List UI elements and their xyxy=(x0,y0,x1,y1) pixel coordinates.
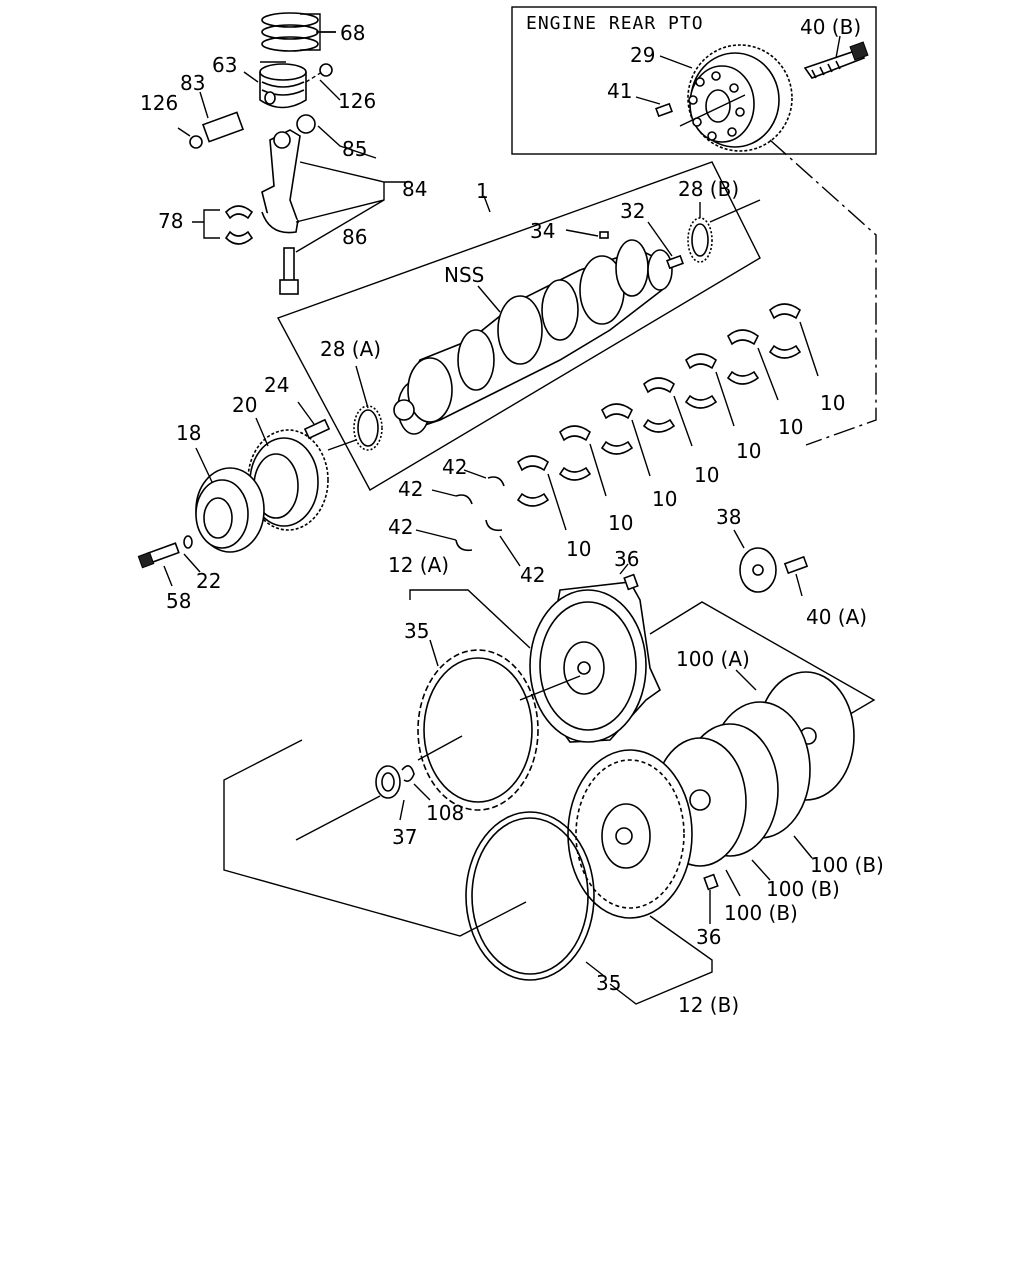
damper-20 xyxy=(247,429,329,531)
dowel-36a xyxy=(623,573,639,591)
callout-nss: NSS xyxy=(444,263,484,287)
callout-29: 29 xyxy=(630,43,655,67)
inset-engine-rear-pto: ENGINE REAR PTO 29 41 40 (B) xyxy=(511,6,877,155)
callout-35a: 35 xyxy=(404,619,429,643)
crankshaft xyxy=(393,239,673,435)
bolt-58 xyxy=(137,542,180,569)
piston xyxy=(259,63,307,109)
callout-86: 86 xyxy=(342,225,367,249)
callout-10d: 10 xyxy=(694,463,719,487)
callout-42c: 42 xyxy=(388,515,413,539)
bolt-24 xyxy=(303,418,331,440)
callout-41: 41 xyxy=(607,79,632,103)
callout-100a: 100 (A) xyxy=(676,647,750,671)
callout-28b: 28 (B) xyxy=(678,177,739,201)
callout-35b: 35 xyxy=(596,971,621,995)
callout-18: 18 xyxy=(176,421,201,445)
plug-34 xyxy=(599,231,609,239)
callout-68: 68 xyxy=(340,21,365,45)
callout-58: 58 xyxy=(166,589,191,613)
rod-bearings xyxy=(224,205,254,245)
flywheel-12b xyxy=(567,749,693,919)
main-bearings xyxy=(516,303,802,507)
thrust-washers xyxy=(455,476,505,552)
ring-gear-35a xyxy=(417,649,539,811)
connecting-rod xyxy=(261,114,316,234)
callout-100b1: 100 (B) xyxy=(810,853,884,877)
snap-rings xyxy=(189,63,333,149)
callout-36b: 36 xyxy=(696,925,721,949)
callout-100b2: 100 (B) xyxy=(766,877,840,901)
callout-28a: 28 (A) xyxy=(320,337,381,361)
callout-10c: 10 xyxy=(652,487,677,511)
callout-108: 108 xyxy=(426,801,464,825)
callout-78: 78 xyxy=(158,209,183,233)
crankshaft-group-outline xyxy=(277,161,761,491)
callout-20: 20 xyxy=(232,393,257,417)
callout-126b: 126 xyxy=(338,89,376,113)
callout-34: 34 xyxy=(530,219,555,243)
callout-84: 84 xyxy=(402,177,427,201)
callout-10e: 10 xyxy=(736,439,761,463)
crank-gear-28b xyxy=(687,217,713,263)
plate-38 xyxy=(739,547,777,593)
piston-pin xyxy=(201,111,245,143)
callout-85: 85 xyxy=(342,137,367,161)
snap-ring-108 xyxy=(401,765,415,782)
bearing-37 xyxy=(375,765,401,799)
inset-title: ENGINE REAR PTO xyxy=(526,13,704,34)
pulley-18 xyxy=(195,467,265,553)
callout-12a: 12 (A) xyxy=(388,553,449,577)
callout-10g: 10 xyxy=(820,391,845,415)
callout-37: 37 xyxy=(392,825,417,849)
flywheel-12a xyxy=(529,581,662,743)
crank-gear-28a xyxy=(353,405,383,451)
callout-40a: 40 (A) xyxy=(806,605,867,629)
washer-22 xyxy=(183,535,193,549)
bolt-40a xyxy=(783,555,809,575)
callout-126a: 126 xyxy=(140,91,178,115)
callout-42b: 42 xyxy=(398,477,423,501)
rod-bolt xyxy=(279,247,299,295)
callout-42a: 42 xyxy=(442,455,467,479)
callout-12b: 12 (B) xyxy=(678,993,739,1017)
key-pin-32 xyxy=(666,254,684,270)
callout-100b3: 100 (B) xyxy=(724,901,798,925)
callout-10f: 10 xyxy=(778,415,803,439)
callout-22: 22 xyxy=(196,569,221,593)
callout-24: 24 xyxy=(264,373,289,397)
callout-32: 32 xyxy=(620,199,645,223)
pto-dowel-pin xyxy=(655,102,673,118)
callout-83: 83 xyxy=(180,71,205,95)
pto-bolt xyxy=(803,41,869,79)
callout-38: 38 xyxy=(716,505,741,529)
callout-40b: 40 (B) xyxy=(800,15,861,39)
callout-1: 1 xyxy=(476,179,489,203)
callout-10a: 10 xyxy=(566,537,591,561)
callout-63: 63 xyxy=(212,53,237,77)
callout-36a: 36 xyxy=(614,547,639,571)
callout-10b: 10 xyxy=(608,511,633,535)
dowel-36b xyxy=(703,873,719,891)
callout-42d: 42 xyxy=(520,563,545,587)
ring-gear-35b xyxy=(465,811,595,981)
